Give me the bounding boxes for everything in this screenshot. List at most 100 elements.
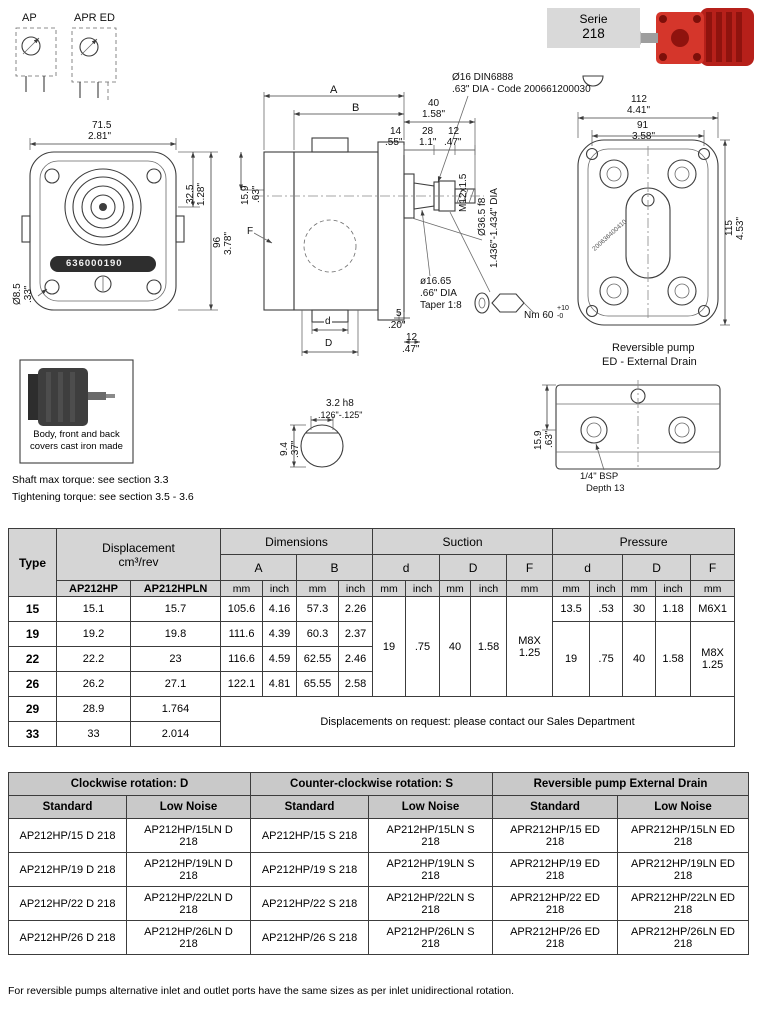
spec-cell: 1.18 <box>655 596 692 622</box>
spec-cell-type: 19 <box>8 621 57 647</box>
col-header-pressure-f: F <box>690 554 736 581</box>
drain-port-depth: Depth 13 <box>586 483 625 494</box>
footer-note: For reversible pumps alternative inlet a… <box>8 985 515 997</box>
spec-cell: 4.16 <box>262 596 298 622</box>
spec-cell-suction-d-in: .75 <box>405 596 441 697</box>
group-header-counterclockwise: Counter-clockwise rotation: S <box>250 772 494 796</box>
order-row-22: AP212HP/22 D 218 AP212HP/22LN D 218 AP21… <box>8 886 750 921</box>
unit-header-mm: mm <box>372 580 407 597</box>
subheader-low-noise: Low Noise <box>368 795 494 819</box>
dim-rear-112-mm: 112 <box>631 94 647 105</box>
unit-header-inch: inch <box>470 580 508 597</box>
subheader-low-noise: Low Noise <box>617 795 750 819</box>
col-header-dimensions: Dimensions <box>220 528 374 555</box>
dim-front-hole-in: .33" <box>23 285 34 303</box>
dim-shaft-12-in: .47" <box>444 137 462 148</box>
col-header-b: B <box>296 554 374 581</box>
col-header-ap212hp: AP212HP <box>56 580 131 597</box>
unit-header-inch: inch <box>405 580 441 597</box>
spec-cell: 4.81 <box>262 671 298 697</box>
order-code-cell: AP212HP/15 D 218 <box>8 818 127 853</box>
key-callout-line1: Ø16 DIN6888 <box>452 72 514 83</box>
dim-front-159-in: .63" <box>251 185 262 203</box>
spec-cell: 1.764 <box>129 696 222 722</box>
col-header-type: Type <box>8 528 57 597</box>
spec-cell: 2.58 <box>338 671 374 697</box>
spec-cell-suction-f: M8X 1.25 <box>506 596 554 697</box>
spec-cell-suction-D-mm: 40 <box>439 596 472 697</box>
order-code-cell: APR212HP/22 ED 218 <box>492 886 619 921</box>
spec-cell: 62.55 <box>296 646 340 672</box>
spec-cell: 15.7 <box>129 596 222 622</box>
spec-cell-suction-d-mm: 19 <box>372 596 407 697</box>
order-code-cell: AP212HP/15LN S 218 <box>368 818 494 853</box>
col-header-a: A <box>220 554 298 581</box>
spec-cell-type: 33 <box>8 721 57 747</box>
serie-number: 218 <box>582 26 605 41</box>
order-row-26: AP212HP/26 D 218 AP212HP/26LN D 218 AP21… <box>8 920 750 955</box>
unit-header-mm: mm <box>690 580 736 597</box>
spec-cell: 33 <box>56 721 131 747</box>
rear-view-drawing <box>577 112 730 326</box>
spec-cell: 65.55 <box>296 671 340 697</box>
port-label-f: F <box>246 226 255 238</box>
order-code-cell: APR212HP/19LN ED 218 <box>617 852 750 887</box>
dim-front-32-in: 1.28" <box>196 182 207 206</box>
spec-cell: 23 <box>129 646 222 672</box>
dim-shaft-28-mm: 28 <box>422 126 434 137</box>
cast-iron-photo <box>19 359 134 464</box>
spec-cell: 4.59 <box>262 646 298 672</box>
spec-cell: 2.46 <box>338 646 374 672</box>
dim-front-width-in: 2.81" <box>88 131 112 142</box>
key-height-in: .37" <box>290 440 301 458</box>
technical-drawing-linework <box>15 8 754 471</box>
shaft-taper-label: Taper 1:8 <box>420 300 462 311</box>
spec-cell: 13.5 <box>552 596 591 622</box>
spec-cell-type: 22 <box>8 646 57 672</box>
spec-cell: 2.014 <box>129 721 222 747</box>
dim-front-width-mm: 71.5 <box>92 120 112 131</box>
displacement-request-note: Displacements on request: please contact… <box>220 696 736 747</box>
subheader-low-noise: Low Noise <box>125 795 252 819</box>
dim-rear-91-mm: 91 <box>637 120 649 131</box>
subheader-standard: Standard <box>492 795 619 819</box>
spec-row-15: 15 15.1 15.7 105.6 4.16 57.3 2.26 19 .75… <box>8 596 736 697</box>
dim-5-mm: 5 <box>396 308 402 319</box>
reversible-title-line1: Reversible pump <box>612 342 695 354</box>
col-header-suction-f: F <box>506 554 554 581</box>
spec-cell: 28.9 <box>56 696 131 722</box>
col-header-suction-d: d <box>372 554 441 581</box>
dim-rear-91-in: 3.58" <box>632 131 656 142</box>
spec-cell: 19.2 <box>56 621 131 647</box>
shaft-dia-in: .66" DIA <box>420 288 457 299</box>
spec-cell-type: 26 <box>8 671 57 697</box>
side-view-drawing <box>253 92 491 356</box>
dim-shaft-40-mm: 40 <box>428 98 440 109</box>
spec-cell: 57.3 <box>296 596 340 622</box>
pump-photo <box>634 8 754 66</box>
col-header-suction: Suction <box>372 528 554 555</box>
order-code-cell: AP212HP/22LN S 218 <box>368 886 494 921</box>
dim-shaft-28-in: 1.1" <box>419 137 437 148</box>
order-code-cell: AP212HP/15 S 218 <box>250 818 370 853</box>
cast-iron-caption-line1: Body, front and back <box>33 429 120 440</box>
dim-5-in: .20" <box>388 320 406 331</box>
dim-rev-159-in: .63" <box>544 430 555 448</box>
spec-cell: 26.2 <box>56 671 131 697</box>
nut-torque-value: Nm 60 <box>524 310 554 321</box>
spec-cell: 30 <box>622 596 657 622</box>
spec-cell: M6X1 <box>690 596 736 622</box>
order-code-cell: AP212HP/15LN D 218 <box>125 818 252 853</box>
spec-cell: 4.39 <box>262 621 298 647</box>
order-code-cell: APR212HP/22LN ED 218 <box>617 886 750 921</box>
dim-12b-mm: 12 <box>406 332 418 343</box>
order-code-cell: AP212HP/26LN D 218 <box>125 920 252 955</box>
front-view-drawing <box>21 138 264 311</box>
col-header-ap212hpln: AP212HPLN <box>129 580 222 597</box>
spec-cell-type: 29 <box>8 696 57 722</box>
spec-cell-pressure-D-mm: 40 <box>622 621 657 697</box>
tightening-torque-note: Tightening torque: see section 3.5 - 3.6 <box>12 491 194 503</box>
key-width-mm: 3.2 h8 <box>326 398 354 409</box>
displacement-label: Displacement <box>102 540 175 555</box>
